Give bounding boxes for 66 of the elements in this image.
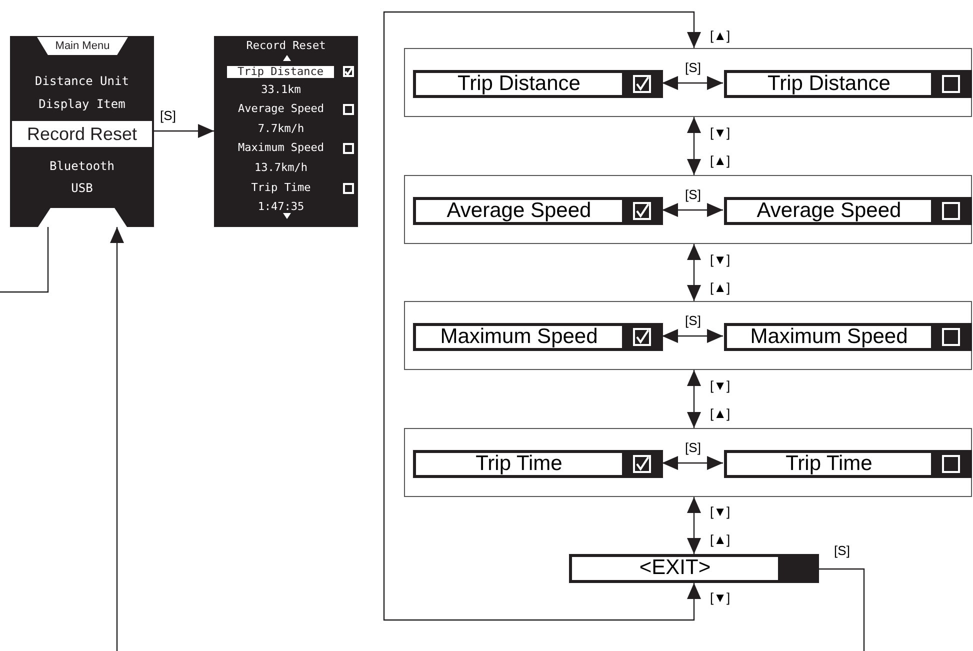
- menu-title: Main Menu: [54, 39, 111, 54]
- selected-item: Trip Distance: [227, 66, 334, 78]
- item-value: 7.7km/h: [256, 121, 306, 137]
- item-value: 13.7km/h: [254, 160, 308, 176]
- arrow: [662, 329, 723, 343]
- arrow: [662, 456, 723, 470]
- arrow: [110, 227, 124, 651]
- setting-label: Trip Time: [474, 453, 564, 475]
- edge-label: [S]: [833, 543, 851, 558]
- item-value: 1:47:35: [256, 199, 306, 215]
- item-value: 33.1km: [260, 82, 302, 98]
- edge-label: [S]: [684, 60, 702, 75]
- arrow: [687, 497, 701, 554]
- setting-bar: [413, 197, 663, 225]
- edge-label: [S]: [684, 313, 702, 328]
- group-frame: [404, 428, 972, 497]
- setting-label: Average Speed: [446, 200, 592, 222]
- setting-label: Maximum Speed: [439, 326, 599, 348]
- display-screen: [10, 36, 154, 227]
- setting-label: <EXIT>: [638, 557, 712, 579]
- setting-bar: [413, 70, 663, 98]
- button-hint-label: [▼]: [710, 504, 730, 519]
- button-hint-label: [▼]: [710, 378, 730, 393]
- setting-bar: [413, 450, 663, 478]
- button-hint-label: [▼]: [710, 590, 730, 605]
- item-label: Trip Time: [250, 180, 312, 196]
- menu-item: USB: [70, 180, 94, 197]
- menu-item: Distance Unit: [34, 73, 130, 90]
- arrow: [662, 76, 723, 90]
- button-hint-label: [▲]: [710, 280, 730, 295]
- item-label: Average Speed: [236, 101, 326, 117]
- item-label: Maximum Speed: [236, 140, 326, 156]
- arrow: [154, 124, 214, 138]
- button-hint-label: [▲]: [710, 28, 730, 43]
- button-hint-label: [▲]: [710, 532, 730, 547]
- display-screen: [214, 36, 358, 227]
- group-frame: [404, 301, 972, 370]
- setting-bar: [413, 323, 663, 351]
- button-hint-label: [▲]: [710, 406, 730, 421]
- screen-title: Record Reset: [245, 39, 327, 53]
- edge-label: [S]: [159, 108, 177, 123]
- menu-item: Bluetooth: [48, 158, 116, 175]
- setting-bar: [724, 450, 972, 478]
- arrow: [687, 244, 701, 301]
- menu-item: Display Item: [38, 96, 126, 113]
- setting-label: Trip Distance: [456, 73, 582, 95]
- setting-bar: [724, 70, 972, 98]
- setting-bar: [724, 323, 972, 351]
- arrow: [662, 203, 723, 217]
- arrow: [687, 117, 701, 175]
- exit-bar: [569, 554, 819, 583]
- setting-label: Trip Time: [784, 453, 874, 475]
- edge-label: [S]: [684, 440, 702, 455]
- arrow: [383, 11, 701, 621]
- setting-label: Trip Distance: [766, 73, 892, 95]
- group-frame: [404, 48, 972, 117]
- setting-label: Average Speed: [756, 200, 902, 222]
- group-frame: [404, 175, 972, 244]
- arrow: [687, 370, 701, 428]
- setting-label: Maximum Speed: [749, 326, 909, 348]
- button-hint-label: [▲]: [710, 153, 730, 168]
- setting-bar: [724, 197, 972, 225]
- button-hint-label: [▼]: [710, 252, 730, 267]
- edge-label: [S]: [684, 187, 702, 202]
- selected-menu-item: Record Reset: [12, 121, 152, 147]
- button-hint-label: [▼]: [710, 125, 730, 140]
